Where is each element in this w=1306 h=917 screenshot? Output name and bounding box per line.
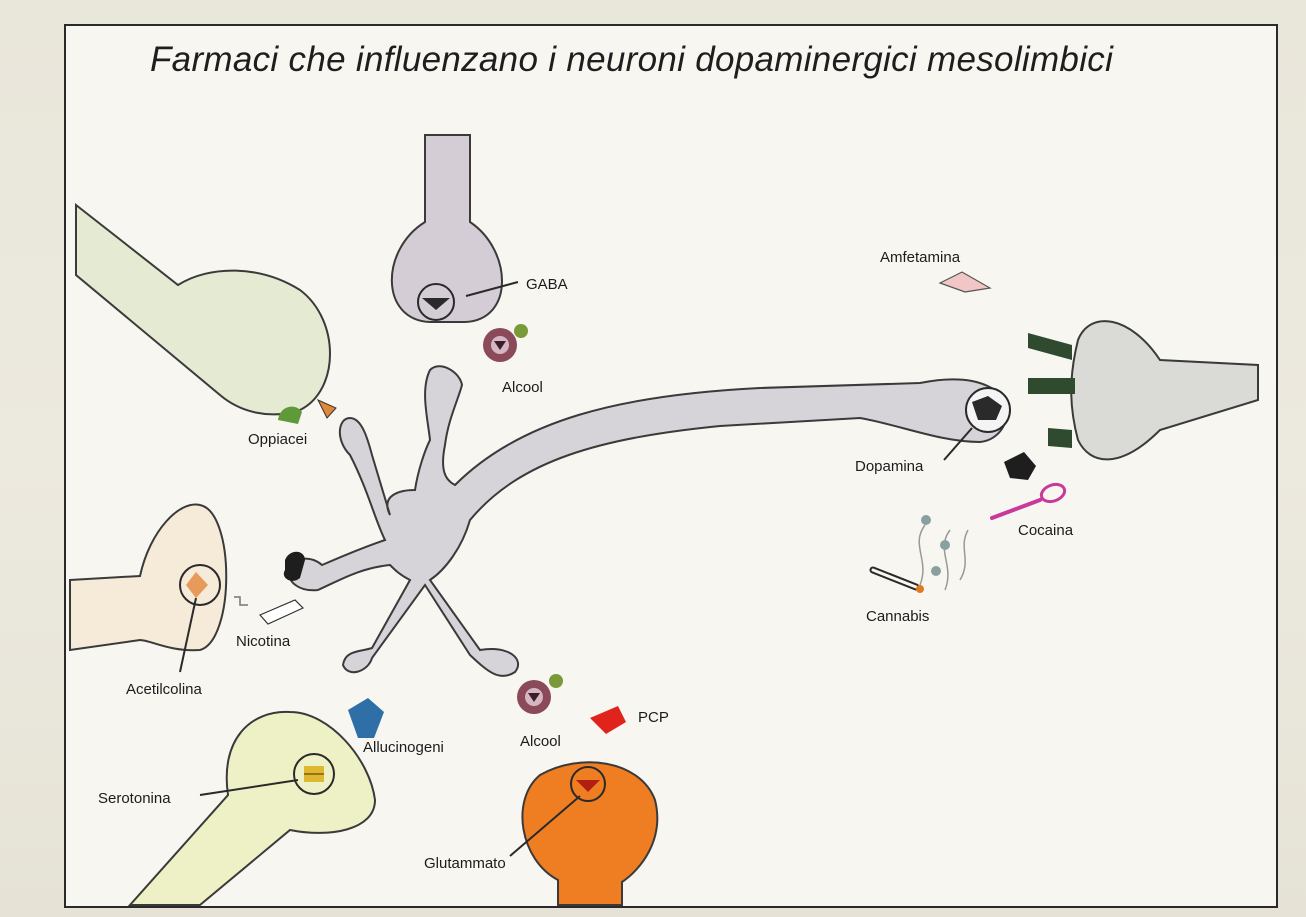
serotonin-neuron [130,712,375,905]
gaba-label: GABA [526,276,568,293]
amphetamine-icon [940,272,990,292]
cocaine-spoon-icon [992,481,1067,518]
dopamine-molecule-icon [1004,452,1036,480]
pcp-label: PCP [638,709,669,726]
opiate-receptor-icon [318,400,336,418]
amphetamine-label: Amfetamina [880,249,961,266]
opiates-label: Oppiacei [248,431,307,448]
green-neuron-top-left [76,205,330,414]
dopamine-receptor-icon [1028,333,1075,448]
gaba-neuron [392,135,502,322]
alcohol-icon-top [483,324,528,362]
postsynaptic-neuron-right [1071,321,1258,459]
acetylcholine-neuron [70,504,226,650]
cannabis-label: Cannabis [866,608,929,625]
acetylcholine-label: Acetilcolina [126,681,203,698]
dopamine-neuron [289,366,1007,676]
nicotine-label: Nicotina [236,633,291,650]
alcohol-label-top: Alcool [502,379,543,396]
glutamate-label: Glutammato [424,855,506,872]
nicotine-cigarette-icon [260,600,303,624]
pcp-icon [590,706,626,734]
alcohol-label-bottom: Alcool [520,733,561,750]
dopamine-label: Dopamina [855,458,924,475]
dopamine-vesicle-icon [966,388,1010,432]
alcohol-icon-bottom [517,674,563,714]
cannabis-joint-icon [873,525,968,593]
cocaine-label: Cocaina [1018,522,1074,539]
cannabis-smoke-icon [921,515,950,576]
nicotine-link-icon [234,597,248,605]
serotonin-label: Serotonina [98,790,171,807]
hallucinogens-label: Allucinogeni [363,739,444,756]
hallucinogen-icon [348,698,384,738]
